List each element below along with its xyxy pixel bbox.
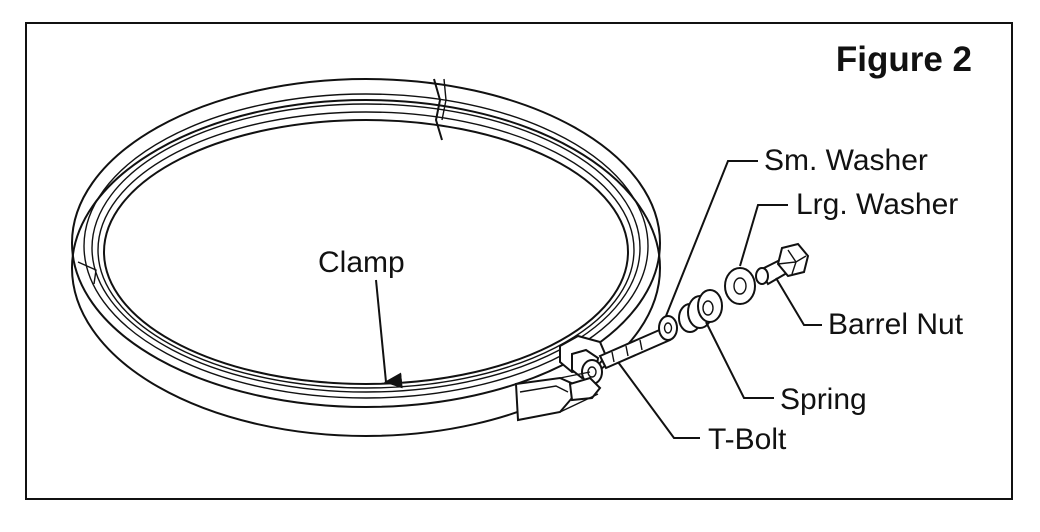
lrg-washer-leader — [739, 204, 788, 267]
label-barrel-nut: Barrel Nut — [828, 308, 964, 341]
label-spring: Spring — [780, 383, 867, 416]
large-washer — [724, 267, 756, 305]
sm-washer-leader — [665, 160, 758, 317]
figure-title: Figure 2 — [836, 40, 972, 79]
clamp-ring — [71, 78, 672, 437]
spring-coil — [678, 289, 723, 333]
barrel-nut-leader — [775, 277, 822, 326]
label-sm-washer: Sm. Washer — [764, 144, 928, 177]
spring-leader — [705, 321, 774, 399]
label-t-bolt: T-Bolt — [708, 423, 787, 456]
small-washer — [658, 315, 678, 341]
label-lrg-washer: Lrg. Washer — [796, 188, 958, 221]
barrel-nut — [755, 242, 810, 286]
clamp-arrow — [375, 279, 403, 389]
t-bolt-leader — [617, 361, 700, 439]
label-clamp: Clamp — [318, 246, 405, 279]
